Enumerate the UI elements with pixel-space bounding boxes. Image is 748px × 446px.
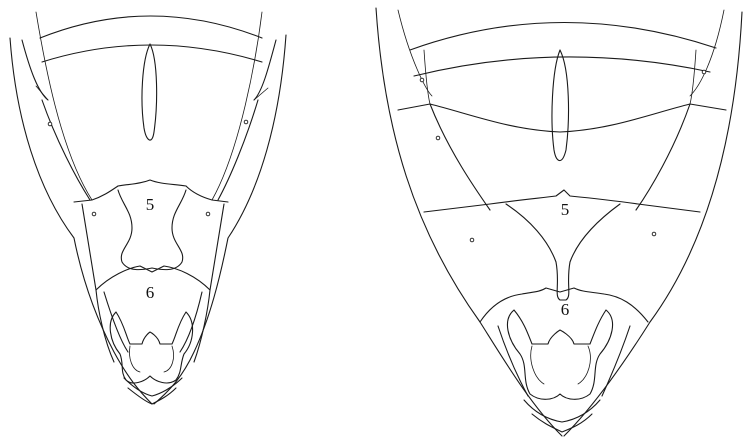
left-abdomen-drawing: 5 6: [10, 12, 286, 404]
left-segment-label-5: 5: [146, 195, 155, 214]
right-abdomen-drawing: 5 6: [376, 8, 742, 436]
left-segment-label-6: 6: [146, 283, 155, 302]
right-segment-label-5: 5: [561, 200, 570, 219]
right-segment-label-6: 6: [561, 300, 570, 319]
